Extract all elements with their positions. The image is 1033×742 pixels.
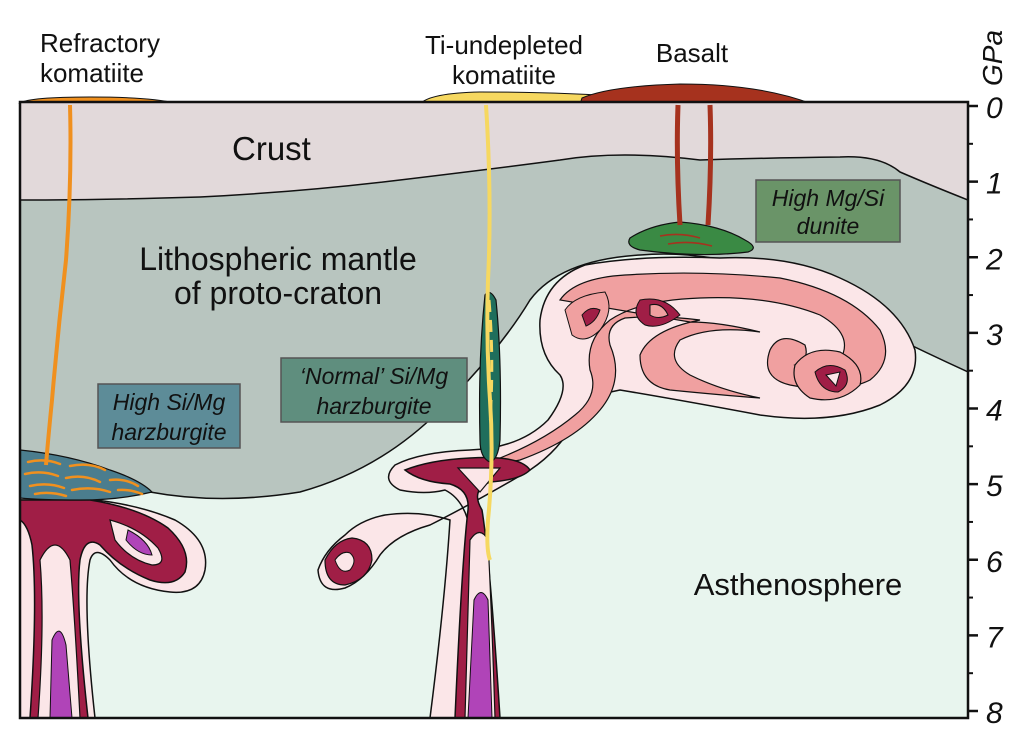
axis-tick-label-2: 2 [985, 243, 1003, 276]
axis-tick-label-3: 3 [986, 319, 1003, 352]
refractory-label-line2: komatiite [40, 58, 144, 88]
normal-si-mg-box [280, 357, 468, 423]
basalt-label: Basalt [656, 38, 729, 68]
axis-tick-label-4: 4 [986, 395, 1003, 428]
ti-undepleted-label-line2: komatiite [452, 60, 556, 90]
basalt-conduit-right [705, 104, 714, 226]
high-si-mg-line2: harzburgite [111, 419, 226, 445]
high-si-mg-line1: High Si/Mg [113, 389, 226, 415]
ti-komatiite-conduit [484, 104, 494, 561]
lithosphere-label-line2: of proto-craton [174, 275, 382, 311]
axis-tick-label-7: 7 [986, 621, 1004, 654]
axis-tick-label-5: 5 [986, 470, 1003, 503]
central-plume [317, 256, 917, 718]
refractory-conduit [44, 104, 73, 466]
dunite-streaks [659, 233, 713, 247]
basalt-conduit-left [674, 104, 683, 226]
basalt-flow [579, 83, 813, 105]
high-mg-si-line1: High Mg/Si [772, 185, 885, 211]
lithosphere-label-line1: Lithospheric mantle [139, 241, 416, 277]
normal-si-mg-line2: harzburgite [316, 393, 431, 419]
ti-undepleted-label-line1: Ti-undepleted [425, 30, 583, 60]
axis-tick-label-8: 8 [986, 697, 1003, 730]
asthenosphere-label: Asthenosphere [694, 567, 903, 602]
axis-tick-label-6: 6 [986, 546, 1003, 579]
crust-label: Crust [232, 130, 311, 167]
crust-layer [20, 102, 968, 201]
frame-border [18, 100, 970, 720]
high-mg-si-box [755, 179, 901, 243]
axis-tick-label-0: 0 [986, 92, 1003, 125]
high-si-mg-box [97, 383, 241, 449]
left-plume [20, 499, 207, 718]
ti-komatiite-conduit-dashes [487, 299, 494, 421]
harzburgite-streaks [23, 459, 144, 498]
refractory-label-line1: Refractory [40, 28, 160, 58]
axis-unit-label: GPa [977, 30, 1008, 86]
pressure-axis: 0 1 2 3 4 5 6 7 8 [968, 92, 1004, 730]
high-mg-si-line2: dunite [797, 213, 860, 239]
normal-si-mg-line1: ‘Normal’ Si/Mg [300, 363, 448, 389]
axis-tick-label-1: 1 [986, 168, 1003, 201]
